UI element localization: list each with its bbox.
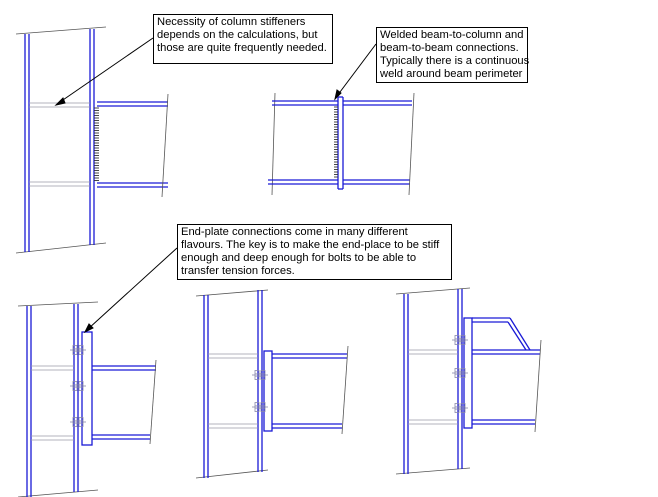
bolt-icon	[451, 368, 469, 378]
note-endplate-connections: End-plate connections come in many diffe…	[177, 224, 452, 280]
detail-welded-beam-to-beam	[268, 92, 415, 196]
detail-endplate-flush	[195, 289, 349, 479]
note-line: End-plate connections come in many diffe…	[181, 226, 408, 238]
note-line: those are quite frequently needed.	[157, 42, 327, 54]
note-line: Welded beam-to-column and	[380, 29, 524, 41]
bolt-icon	[451, 403, 469, 413]
arrow-stiffeners	[59, 37, 154, 103]
note-line: beam-to-beam connections.	[380, 42, 519, 54]
note-line: flavours. The key is to make the end-pla…	[181, 239, 440, 251]
callout-arrows	[54, 37, 377, 334]
arrow-endplate	[87, 247, 178, 330]
bolt-icon	[251, 370, 269, 380]
note-line: weld around beam perimeter	[380, 68, 523, 80]
bolt-icon	[251, 402, 269, 412]
detail-welded-column-stiffened	[15, 26, 169, 254]
note-line: depends on the calculations, but	[157, 29, 318, 41]
note-line: transfer tension forces.	[181, 265, 295, 277]
note-line: enough and deep enough for bolts to be a…	[181, 252, 417, 264]
detail-endplate-extended	[17, 301, 157, 497]
bolt-icon	[451, 335, 469, 345]
note-line: Necessity of column stiffeners	[157, 16, 306, 28]
detail-endplate-haunched	[395, 287, 542, 475]
note-line: Typically there is a continuous	[380, 55, 530, 67]
arrow-welded	[336, 43, 377, 97]
